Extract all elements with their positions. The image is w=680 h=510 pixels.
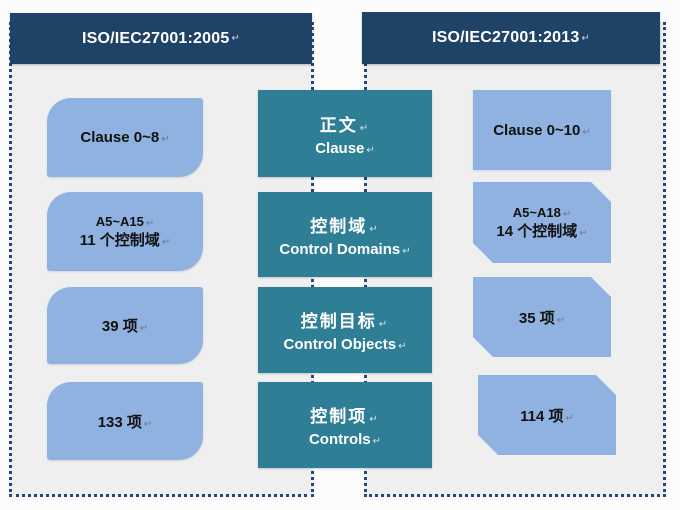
- return-mark: ↵: [366, 144, 375, 156]
- return-mark: ↵: [378, 319, 390, 330]
- right-box-controls-count-label: 114 项: [520, 407, 564, 425]
- middle-box-clause: 正文↵ Clause↵: [258, 90, 432, 177]
- return-mark: ↵: [161, 236, 171, 248]
- return-mark: ↵: [231, 33, 241, 44]
- left-box-control-domains: A5~A15↵ 11 个控制域↵: [47, 192, 203, 271]
- left-box-objects-count-label: 39 项: [101, 318, 138, 335]
- return-mark: ↵: [402, 245, 411, 257]
- left-box-clause-range-label: Clause 0~8: [80, 129, 160, 146]
- return-mark: ↵: [581, 32, 591, 44]
- middle-box-control-objects: 控制目标↵ Control Objects↵: [258, 287, 432, 373]
- left-box-controls-count: 133 项↵: [47, 382, 203, 460]
- middle-box-clause-zh: 正文: [319, 115, 358, 135]
- header-iso2013: ISO/IEC27001:2013↵: [362, 12, 660, 64]
- right-box-control-domains: A5~A18↵ 14 个控制域↵: [473, 182, 611, 263]
- right-box-annex-range-label: A5~A18: [512, 204, 561, 220]
- left-box-domain-count-label: 11 个控制域: [79, 231, 160, 249]
- header-iso2005: ISO/IEC27001:2005↵: [10, 13, 312, 64]
- return-mark: ↵: [562, 208, 572, 220]
- middle-box-control-objects-zh: 控制目标: [300, 312, 377, 331]
- right-box-objects-count-label: 35 项: [518, 309, 555, 327]
- return-mark: ↵: [372, 436, 382, 447]
- return-mark: ↵: [582, 126, 591, 138]
- return-mark: ↵: [579, 227, 588, 239]
- right-box-clause-range-label: Clause 0~10: [493, 121, 581, 139]
- right-box-controls-count: 114 项↵: [478, 375, 616, 455]
- middle-box-control-domains-zh: 控制域: [310, 216, 368, 236]
- left-box-controls-count-label: 133 项: [97, 413, 142, 431]
- middle-box-control-domains: 控制域↵ Control Domains↵: [258, 192, 432, 277]
- return-mark: ↵: [565, 412, 574, 424]
- middle-box-control-domains-en: Control Domains: [279, 240, 401, 258]
- return-mark: ↵: [369, 223, 380, 235]
- left-box-annex-range-label: A5~A15: [95, 213, 144, 229]
- middle-box-clause-en: Clause: [315, 139, 365, 157]
- right-box-domain-count-label: 14 个控制域: [496, 222, 578, 240]
- right-box-clause-range: Clause 0~10↵: [473, 90, 611, 170]
- middle-box-controls-zh: 控制项: [310, 407, 368, 426]
- return-mark: ↵: [161, 134, 170, 145]
- return-mark: ↵: [398, 341, 407, 352]
- middle-box-controls-en: Controls: [308, 431, 371, 448]
- return-mark: ↵: [143, 418, 153, 430]
- header-iso2005-label: ISO/IEC27001:2005: [81, 29, 230, 47]
- header-iso2013-label: ISO/IEC27001:2013: [431, 29, 580, 46]
- left-box-clause-range: Clause 0~8↵: [47, 98, 203, 177]
- return-mark: ↵: [369, 414, 380, 425]
- middle-box-controls: 控制项↵ Controls↵: [258, 382, 432, 468]
- left-box-objects-count: 39 项↵: [47, 287, 203, 364]
- middle-box-control-objects-en: Control Objects: [283, 336, 397, 353]
- return-mark: ↵: [556, 314, 566, 326]
- return-mark: ↵: [145, 217, 155, 229]
- return-mark: ↵: [359, 122, 371, 134]
- return-mark: ↵: [139, 323, 149, 334]
- right-box-objects-count: 35 项↵: [473, 277, 611, 357]
